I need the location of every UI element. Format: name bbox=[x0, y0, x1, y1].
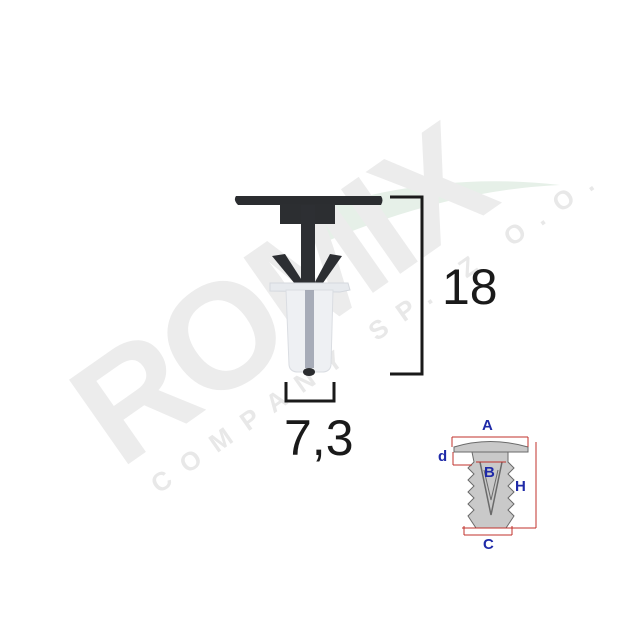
height-dimension-label: 18 bbox=[442, 259, 498, 315]
schematic-head bbox=[453, 441, 529, 453]
dimension-schematic bbox=[451, 436, 537, 536]
height-dimension-bracket bbox=[390, 195, 424, 376]
diameter-dimension-label: 7,3 bbox=[284, 410, 354, 466]
clip-stem bbox=[301, 205, 315, 285]
schematic-label-c: C bbox=[483, 536, 494, 553]
diameter-dimension-bracket bbox=[284, 382, 336, 403]
clip-barb-left bbox=[272, 254, 303, 290]
clip-barb-right bbox=[315, 254, 342, 290]
schematic-label-d: d bbox=[438, 448, 448, 465]
clip-head bbox=[234, 196, 383, 205]
schematic-label-b: B bbox=[484, 464, 495, 481]
schematic-label-a: A bbox=[482, 417, 493, 434]
schematic-label-h: H bbox=[515, 478, 526, 495]
clip-pin-tip bbox=[303, 368, 315, 376]
clip-pin bbox=[305, 290, 314, 368]
